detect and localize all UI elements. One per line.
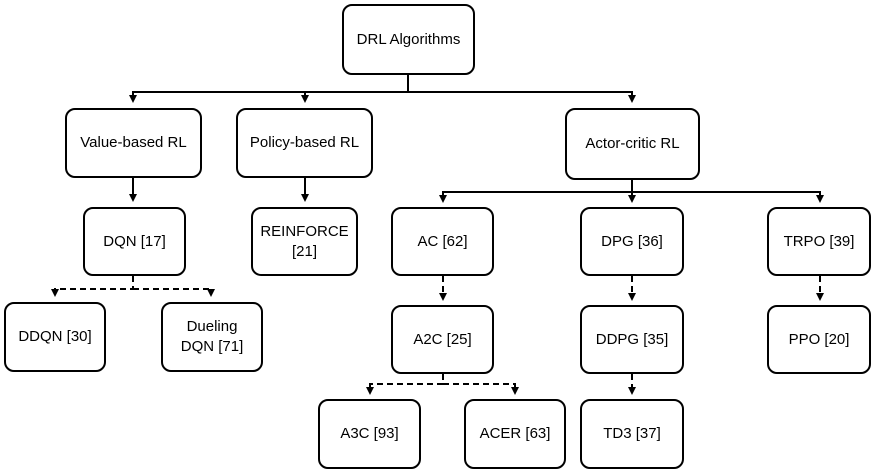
node-drl-algorithms: DRL Algorithms	[342, 4, 475, 75]
node-actor-critic-rl: Actor-critic RL	[565, 108, 700, 180]
node-dqn: DQN [17]	[83, 207, 186, 276]
node-label: ACER [63]	[479, 425, 551, 442]
node-reinforce: REINFORCE [21]	[251, 207, 358, 276]
node-ac: AC [62]	[391, 207, 494, 276]
node-trpo: TRPO [39]	[767, 207, 871, 276]
node-ddpg: DDPG [35]	[580, 305, 684, 374]
node-dpg: DPG [36]	[580, 207, 684, 276]
node-label: A3C [93]	[340, 425, 399, 442]
node-a3c: A3C [93]	[318, 399, 421, 469]
node-label: AC [62]	[417, 232, 468, 250]
node-label: DPG [36]	[601, 232, 663, 250]
node-label: REINFORCE [21]	[260, 222, 349, 260]
node-label: PPO [20]	[788, 330, 850, 348]
node-label: Dueling DQN [71]	[180, 318, 244, 355]
node-ppo: PPO [20]	[767, 305, 871, 374]
node-label: TD3 [37]	[603, 425, 661, 442]
node-acer: ACER [63]	[464, 399, 566, 469]
edge-dqn-to-variants	[51, 276, 215, 297]
node-policy-based-rl: Policy-based RL	[236, 108, 373, 178]
node-value-based-rl: Value-based RL	[65, 108, 202, 178]
node-label: A2C [25]	[413, 330, 472, 348]
edge-a2c-to-variants	[366, 374, 519, 395]
node-label: Actor-critic RL	[585, 135, 680, 152]
node-a2c: A2C [25]	[391, 305, 494, 374]
node-label: DDQN [30]	[18, 328, 92, 345]
node-label: DRL Algorithms	[356, 30, 461, 48]
edge-root-to-categories	[129, 75, 636, 103]
node-td3: TD3 [37]	[580, 399, 684, 469]
node-label: TRPO [39]	[783, 232, 855, 250]
node-dueling-dqn: Dueling DQN [71]	[161, 302, 263, 372]
node-ddqn: DDQN [30]	[4, 302, 106, 372]
node-label: DDPG [35]	[595, 330, 669, 348]
node-label: Policy-based RL	[249, 134, 360, 151]
edge-actor-critic-to-children	[439, 180, 824, 203]
node-label: Value-based RL	[80, 134, 187, 151]
node-label: DQN [17]	[103, 232, 166, 250]
